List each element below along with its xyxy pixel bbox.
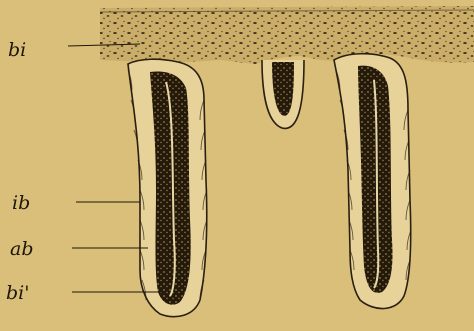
label-ib: ib <box>12 194 30 213</box>
label-ab: ab <box>10 240 34 259</box>
label-bi: bi <box>8 41 26 60</box>
label-bi-prime: bi' <box>6 284 29 303</box>
